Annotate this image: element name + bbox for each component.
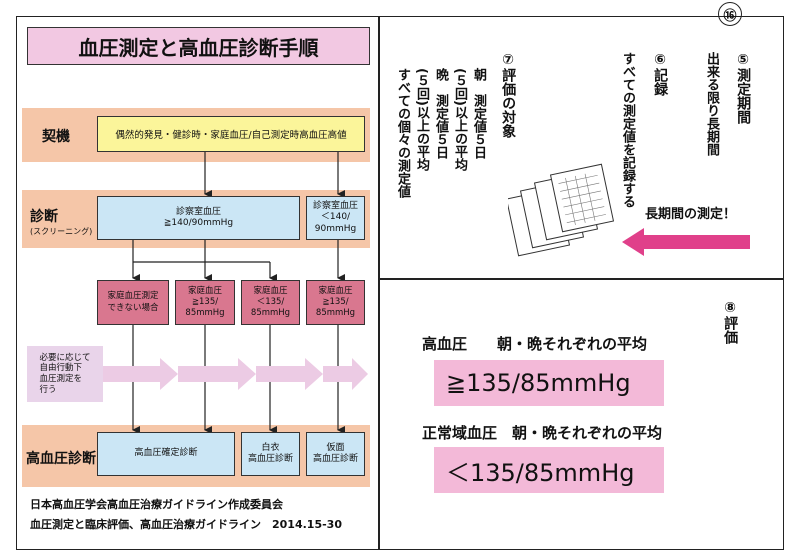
home-bp-low-box: 家庭血圧 ＜135/ 85mmHg	[241, 280, 300, 325]
normal-bp-value: ＜135/85mmHg	[434, 447, 664, 493]
ambulatory-note: 必要に応じて 自由行動下 血圧測定を 行う	[27, 346, 103, 402]
home-bp-masked-box: 家庭血圧 ≧135/ 85mmHg	[306, 280, 365, 325]
hypertension-value: ≧135/85mmHg	[434, 360, 664, 406]
target-line-1: 朝 測定値５日	[470, 68, 486, 159]
trigger-box: 偶然的発見・健診時・家庭血圧/自己測定時高血圧高値	[97, 116, 365, 152]
ambulatory-arrows	[103, 358, 368, 390]
office-bp-high-box: 診察室血圧 ≧140/90mmHg	[97, 196, 300, 240]
target-line-5: すべての個々の測定値	[394, 68, 410, 198]
record-sheets-illustration	[508, 163, 615, 257]
hypertension-label: 高血圧 朝・晩それぞれの平均	[422, 335, 648, 353]
target-line-3: 晩 測定値５日	[432, 68, 448, 159]
eval-heading: ⑧評価	[722, 300, 739, 344]
stage-diagnosis-label: 診断	[30, 209, 58, 225]
office-bp-low-box: 診察室血圧 ＜140/ 90mmHg	[306, 196, 365, 240]
target-heading: ⑦評価の対象	[500, 52, 517, 138]
vertical-divider	[378, 16, 380, 550]
period-body: 出来る限り長期間	[703, 52, 719, 156]
stage-htn-diagnosis: 高血圧診断	[26, 451, 96, 467]
period-heading: ⑤測定期間	[735, 52, 752, 124]
record-body: すべての測定値を記録する	[619, 52, 635, 208]
home-bp-unmeasurable-box: 家庭血圧測定 できない場合	[97, 280, 169, 325]
htn-confirmed-box: 高血圧確定診断	[97, 432, 235, 476]
page-frame	[16, 16, 784, 550]
target-line-4: (５回)以上の平均	[413, 68, 429, 171]
footer-line-1: 日本高血圧学会高血圧治療ガイドライン作成委員会	[30, 498, 283, 511]
stage-diagnosis: 診断 (スクリーニング)	[30, 206, 92, 237]
white-coat-htn-box: 白衣 高血圧診断	[241, 432, 300, 476]
normal-bp-label: 正常域血圧 朝・晩それぞれの平均	[422, 424, 663, 442]
masked-htn-box: 仮面 高血圧診断	[306, 432, 365, 476]
stage-trigger: 契機	[42, 129, 70, 145]
horizontal-divider	[378, 278, 784, 280]
long-term-arrow	[622, 228, 750, 256]
stage-diagnosis-sub: (スクリーニング)	[30, 227, 93, 236]
footer-line-2: 血圧測定と臨床評価、高血圧治療ガイドライン 2014.15-30	[30, 518, 342, 531]
flowchart-title: 血圧測定と高血圧診断手順	[27, 27, 370, 65]
target-line-2: (５回)以上の平均	[451, 68, 467, 171]
home-bp-high-box: 家庭血圧 ≧135/ 85mmHg	[175, 280, 235, 325]
page-number: ⑯	[718, 2, 742, 26]
record-heading: ⑥記録	[652, 52, 669, 96]
long-term-label: 長期間の測定！	[645, 207, 737, 222]
